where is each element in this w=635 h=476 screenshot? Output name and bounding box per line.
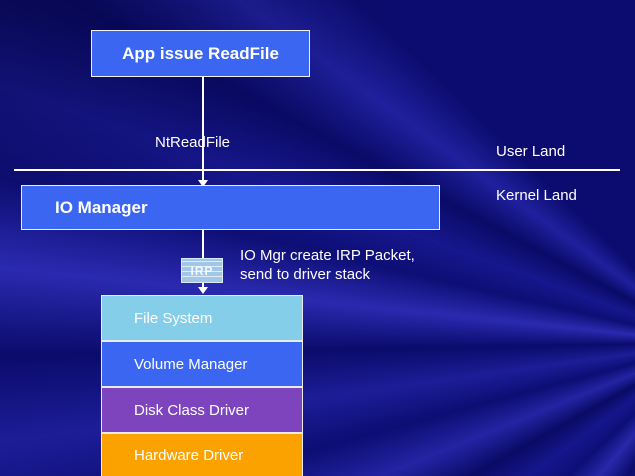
kernel-land-label: Kernel Land [496,187,577,204]
io-manager-box: IO Manager [21,185,440,230]
driver-stack-volume-manager: Volume Manager [101,341,303,387]
hardware-driver-label: Hardware Driver [134,447,244,464]
driver-stack-disk-class-driver: Disk Class Driver [101,387,303,433]
arrow-io-to-stack-head [198,287,208,294]
volume-manager-label: Volume Manager [134,355,248,373]
driver-stack-hardware-driver: Hardware Driver [101,433,303,476]
userland-kernel-divider-line [14,169,620,171]
disk-class-driver-label: Disk Class Driver [134,401,250,419]
app-issue-readfile-label: App issue ReadFile [122,43,279,63]
irp-packet-label: IRP [190,263,214,278]
driver-stack-file-system: File System [101,295,303,341]
irp-packet-box: IRP [181,258,223,283]
ntreadfile-label: NtReadFile [155,134,231,151]
file-system-label: File System [134,309,213,327]
arrow-app-to-io-line [202,77,204,182]
irp-annotation-text: IO Mgr create IRP Packet, send to driver… [240,247,415,283]
io-manager-label: IO Manager [55,197,148,217]
app-issue-readfile-box: App issue ReadFile [91,30,310,77]
arrow-app-to-io-head [198,180,208,187]
user-land-label: User Land [496,143,566,160]
